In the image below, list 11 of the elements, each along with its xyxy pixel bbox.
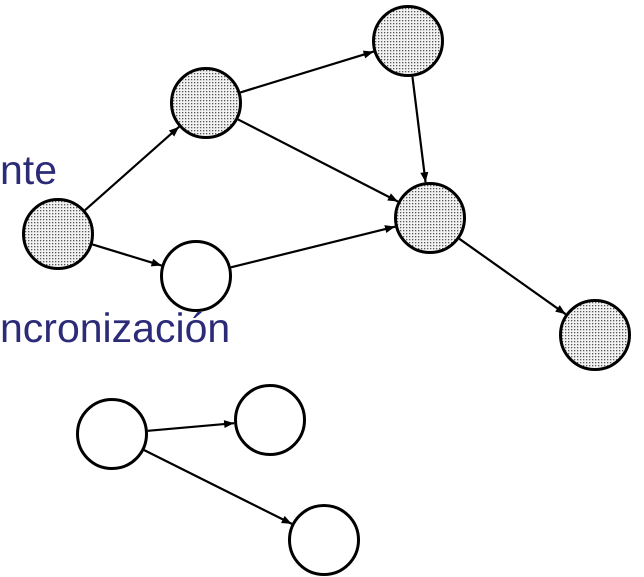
arrow [458, 238, 566, 316]
arrow [148, 420, 234, 432]
arrow [144, 449, 292, 525]
arrow [238, 118, 398, 203]
arrow [92, 243, 162, 267]
arrow [230, 225, 396, 268]
arrow [411, 76, 428, 182]
text-fragment: ncronización [0, 308, 230, 349]
arrow [240, 50, 374, 94]
text-fragment: nte [0, 150, 57, 191]
arrow [84, 126, 180, 211]
